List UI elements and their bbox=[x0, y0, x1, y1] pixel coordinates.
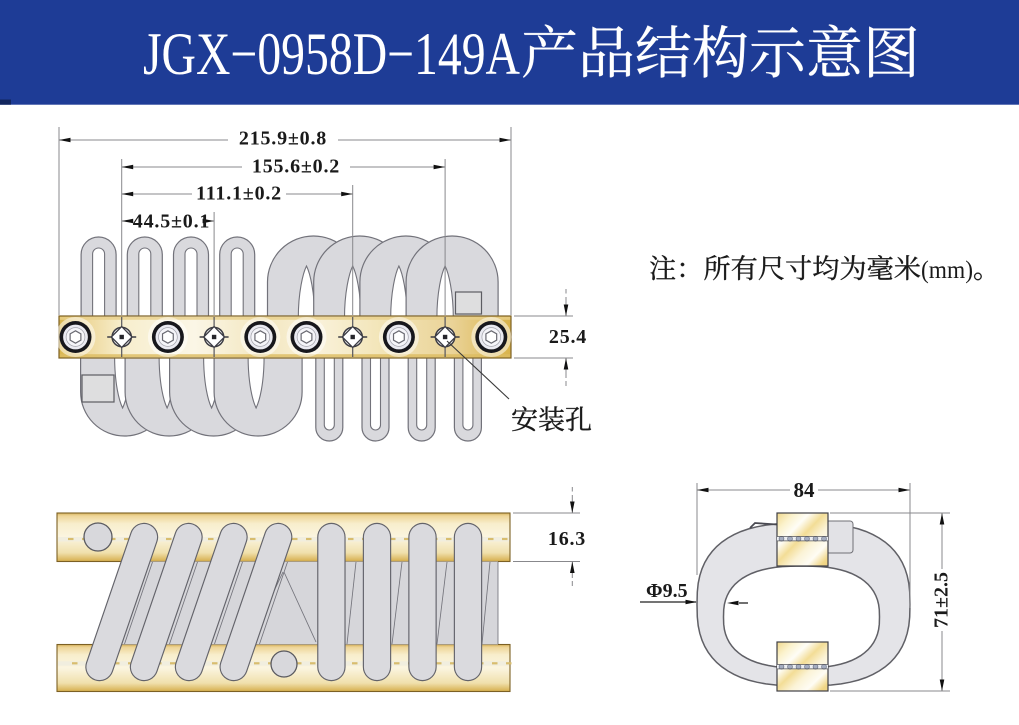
svg-text:215.9±0.8: 215.9±0.8 bbox=[239, 128, 327, 150]
svg-text:155.6±0.2: 155.6±0.2 bbox=[252, 156, 340, 178]
svg-text:JGX−0958D−149A: JGX−0958D−149A bbox=[143, 21, 520, 87]
svg-text:44.5±0.1: 44.5±0.1 bbox=[133, 211, 210, 233]
svg-text:Φ9.5: Φ9.5 bbox=[646, 580, 688, 602]
svg-text:16.3: 16.3 bbox=[548, 528, 586, 550]
svg-text:84: 84 bbox=[794, 478, 816, 502]
svg-text:111.1±0.2: 111.1±0.2 bbox=[196, 183, 282, 205]
svg-text:25.4: 25.4 bbox=[549, 326, 587, 348]
svg-text:(mm): (mm) bbox=[921, 257, 973, 284]
svg-text:71±2.5: 71±2.5 bbox=[931, 572, 953, 628]
